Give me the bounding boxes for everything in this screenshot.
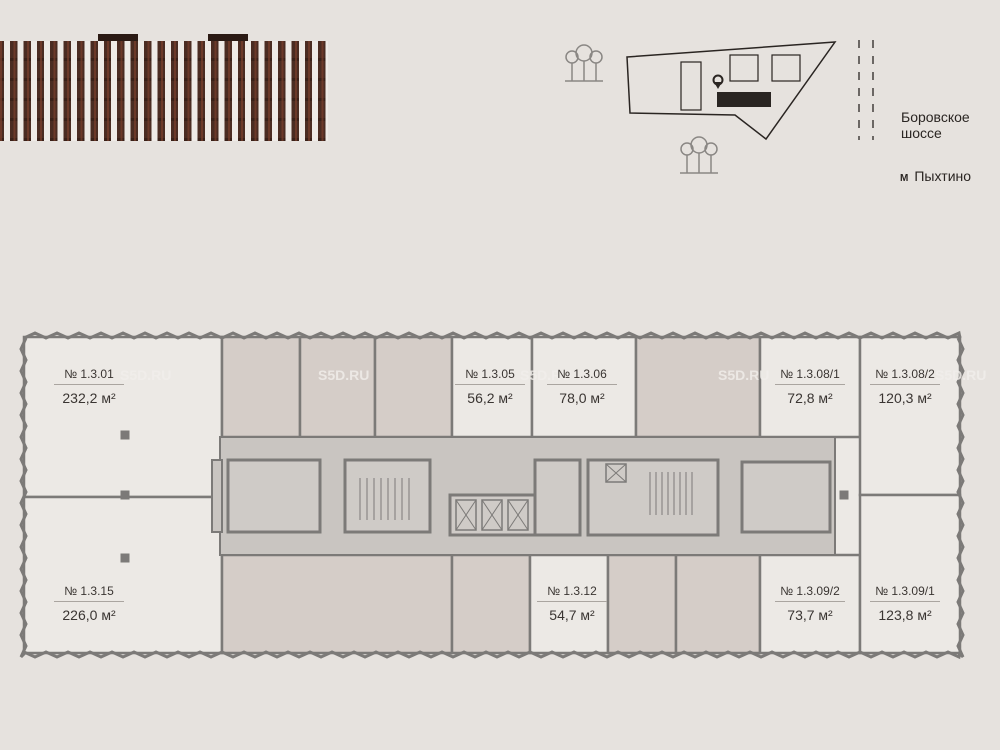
road-label-line1: Боровское (901, 109, 970, 125)
unit-1.3.09-1-area (858, 493, 962, 655)
metro-station: М Пыхтино (900, 168, 971, 187)
facade-wall (19, 337, 28, 659)
watermark: S5D.RU (718, 367, 770, 383)
elevator-icon (507, 499, 529, 531)
building-outline (729, 54, 759, 82)
tree-icon (680, 136, 718, 174)
elevator-icon (481, 499, 503, 531)
unit-1.3.08-1[interactable]: № 1.3.08/1 72,8 м² (765, 367, 855, 406)
unit-1.3.08-2[interactable]: № 1.3.08/2 120,3 м² (860, 367, 950, 406)
road-lines (858, 40, 874, 140)
unit-1.3.08-1-area (758, 335, 862, 439)
unit-number: № 1.3.08/1 (775, 367, 845, 385)
unit-number: № 1.3.05 (455, 367, 525, 385)
building-outline (680, 61, 702, 111)
building-outline (771, 54, 801, 82)
shaft (211, 459, 223, 533)
unit-1.3.05[interactable]: № 1.3.05 56,2 м² (445, 367, 535, 406)
column (120, 553, 130, 563)
unit-1.3.05-area (450, 335, 534, 439)
column (839, 490, 849, 500)
unit-1.3.09-2[interactable]: № 1.3.09/2 73,7 м² (765, 584, 855, 623)
unit-1.3.01[interactable]: № 1.3.01 232,2 м² (44, 367, 134, 406)
unit-number: № 1.3.09/2 (775, 584, 845, 602)
unit-number: № 1.3.01 (54, 367, 124, 385)
unavailable-unit (220, 553, 454, 655)
unavailable-unit (373, 335, 454, 439)
metro-icon: М (900, 173, 909, 184)
facade-wall (23, 650, 962, 660)
elevator-icon (605, 463, 627, 483)
road-label-line2: шоссе (901, 125, 942, 141)
unavailable-unit (634, 335, 762, 439)
location-pin-icon (712, 74, 724, 89)
unit-area: 232,2 м² (62, 390, 116, 406)
unavailable-unit (220, 335, 302, 439)
watermark: S5D.RU (120, 367, 172, 383)
elevator-icon (455, 499, 477, 531)
restroom (226, 458, 322, 534)
metro-label: Пыхтино (914, 168, 972, 184)
elevator-icon (455, 499, 477, 531)
unit-1.3.12[interactable]: № 1.3.12 54,7 м² (527, 584, 617, 623)
unit-number: № 1.3.06 (547, 367, 617, 385)
watermark: S5D.RU (318, 367, 370, 383)
facade-roof (208, 34, 248, 42)
tree-icon (565, 44, 603, 82)
unavailable-unit (298, 335, 377, 439)
elevator-icon (481, 499, 503, 531)
facade-roof (98, 34, 138, 42)
column (120, 430, 130, 440)
elevator-icon (605, 463, 627, 483)
unit-1.3.08-2-area (858, 335, 962, 497)
unit-area: 73,7 м² (787, 607, 833, 623)
unit-1.3.06[interactable]: № 1.3.06 78,0 м² (537, 367, 627, 406)
restroom (740, 460, 832, 534)
unit-number: № 1.3.12 (537, 584, 607, 602)
unit-area: 78,0 м² (559, 390, 605, 406)
unit-area: 72,8 м² (787, 390, 833, 406)
unit-area: 123,8 м² (878, 607, 932, 623)
unit-1.3.15-area (22, 495, 224, 655)
stairwell (586, 458, 720, 537)
unit-area: 54,7 м² (549, 607, 595, 623)
unit-number: № 1.3.15 (54, 584, 124, 602)
building-facade-image (0, 41, 328, 141)
elevator-icon (507, 499, 529, 531)
current-building-marker (717, 92, 771, 107)
unit-1.3.15[interactable]: № 1.3.15 226,0 м² (44, 584, 134, 623)
site-boundary (626, 41, 837, 141)
unavailable-unit (674, 553, 762, 655)
facade-wall (23, 330, 962, 340)
column (120, 490, 130, 500)
unit-1.3.01-area (22, 335, 224, 499)
facade-wall (956, 337, 965, 659)
utility-room (533, 458, 582, 537)
unit-number: № 1.3.09/1 (870, 584, 940, 602)
unit-1.3.09-1[interactable]: № 1.3.09/1 123,8 м² (860, 584, 950, 623)
watermark: S5D.RU (935, 367, 987, 383)
unavailable-unit (606, 553, 678, 655)
watermark: S5D.RU (520, 367, 572, 383)
unit-area: 226,0 м² (62, 607, 116, 623)
unavailable-unit (450, 553, 532, 655)
unit-area: 56,2 м² (467, 390, 513, 406)
unit-area: 120,3 м² (878, 390, 932, 406)
unit-number: № 1.3.08/2 (870, 367, 940, 385)
